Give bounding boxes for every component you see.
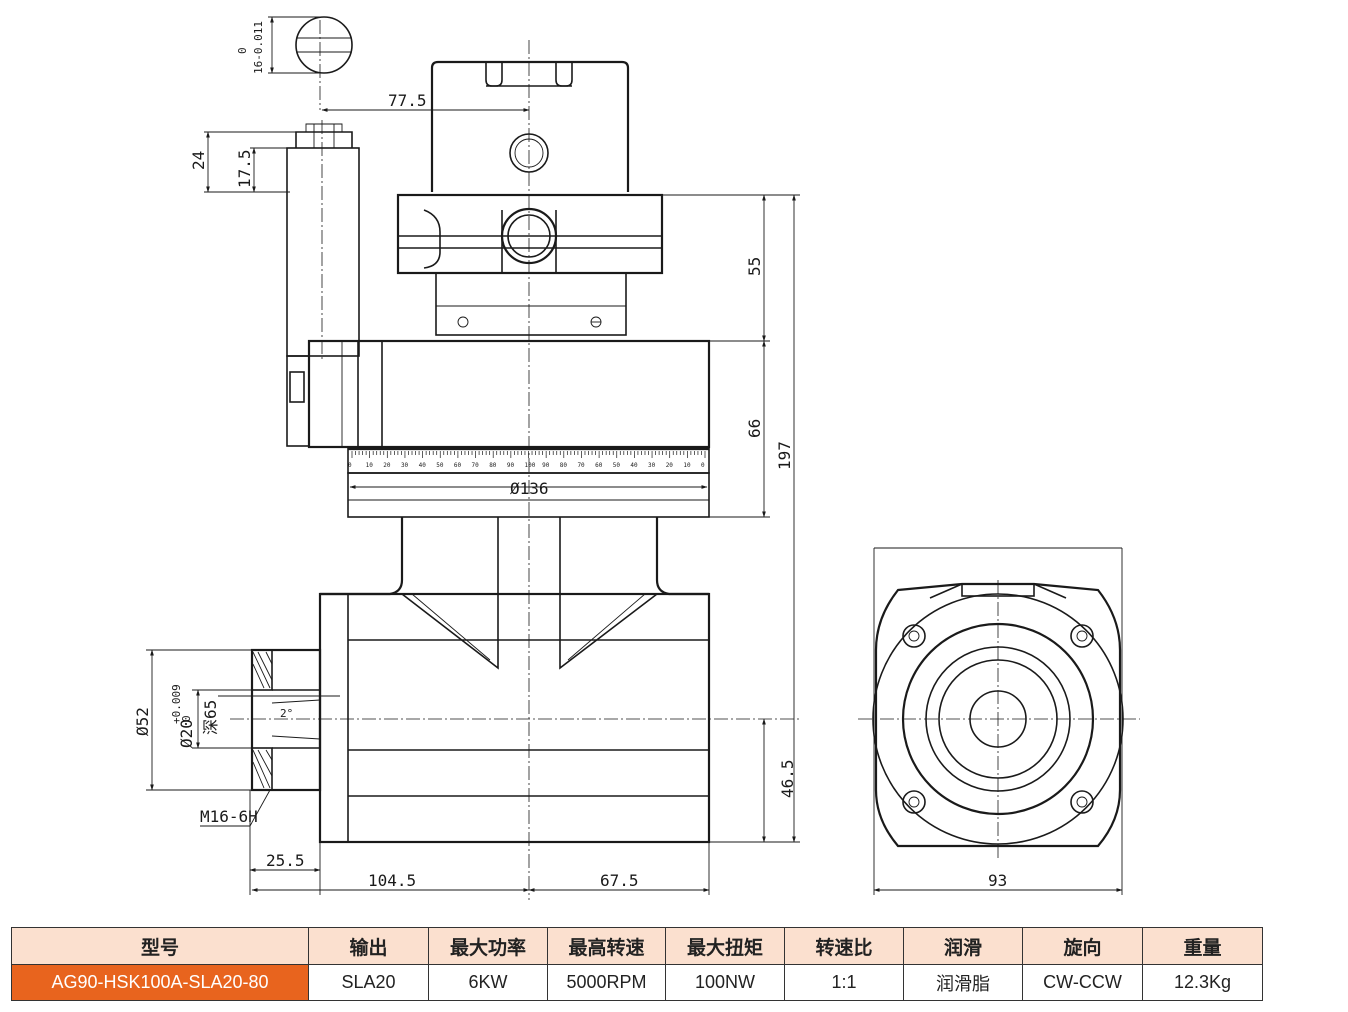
cell-output: SLA20 (308, 964, 429, 1001)
table-row: AG90-HSK100A-SLA20-80 SLA20 6KW 5000RPM … (11, 964, 1263, 1001)
header-weight: 重量 (1142, 927, 1263, 965)
dim-depth: 深65 (201, 700, 220, 735)
shaft-tolerance-lower: 16-0.011 (252, 21, 265, 74)
scale-label: 90 (542, 462, 550, 469)
scale-label: 0 (701, 462, 705, 469)
scale-label: 20 (383, 462, 391, 469)
shaft-section-view: 0 16-0.011 (236, 16, 353, 74)
cell-max-torque: 100NW (665, 964, 785, 1001)
scale-label: 100 (525, 462, 536, 469)
dim-197: 197 (775, 441, 794, 470)
scale-label: 0 (348, 462, 352, 469)
header-max-power: 最大功率 (428, 927, 548, 965)
dim-67-5: 67.5 (600, 871, 639, 890)
header-rotation: 旋向 (1022, 927, 1143, 965)
header-max-speed: 最高转速 (547, 927, 666, 965)
header-ratio: 转速比 (784, 927, 904, 965)
dim-25-5: 25.5 (266, 851, 305, 870)
dim-77-5: 77.5 (388, 91, 427, 110)
dim-thread: M16-6H (200, 807, 258, 826)
cell-rotation: CW-CCW (1022, 964, 1143, 1001)
cell-weight: 12.3Kg (1142, 964, 1263, 1001)
bolt-icons (902, 624, 1094, 814)
shaft-tolerance-upper: 0 (236, 47, 249, 54)
scale-label: 10 (366, 462, 374, 469)
scale-label: 90 (507, 462, 515, 469)
scale-ticks (351, 451, 706, 458)
dim-104-5: 104.5 (368, 871, 416, 890)
table-header-row: 型号 输出 最大功率 最高转速 最大扭矩 转速比 润滑 旋向 重量 (11, 927, 1263, 965)
dim-93: 93 (988, 871, 1007, 890)
scale-label: 40 (630, 462, 638, 469)
scale-label: 60 (595, 462, 603, 469)
dim-46-5: 46.5 (778, 759, 797, 798)
header-model: 型号 (11, 927, 309, 965)
scale-label: 60 (454, 462, 462, 469)
spec-table: 型号 输出 最大功率 最高转速 最大扭矩 转速比 润滑 旋向 重量 AG90-H… (11, 927, 1263, 1001)
scale-label: 10 (683, 462, 691, 469)
scale-label: 70 (577, 462, 585, 469)
scale-label: 80 (489, 462, 497, 469)
dim-20-tol-lower: 0 (180, 715, 193, 722)
side-view: 93 (858, 547, 1140, 895)
cell-max-speed: 5000RPM (547, 964, 666, 1001)
dim-angle: 2° (280, 707, 293, 720)
scale-label: 50 (613, 462, 621, 469)
scale-label: 30 (648, 462, 656, 469)
scale-label: 80 (560, 462, 568, 469)
dim-55: 55 (745, 257, 764, 276)
front-view-dimensions: 77.5 24 17.5 55 66 197 46.5 Ø52 Ø (133, 91, 800, 895)
dim-24: 24 (189, 151, 208, 170)
cell-model: AG90-HSK100A-SLA20-80 (11, 964, 309, 1001)
dim-20: Ø20 (177, 719, 196, 748)
header-max-torque: 最大扭矩 (665, 927, 785, 965)
dim-52: Ø52 (133, 707, 152, 736)
header-output: 输出 (308, 927, 429, 965)
scale-label: 50 (436, 462, 444, 469)
dim-66: 66 (745, 419, 764, 438)
dim-20-tol-upper: +0.009 (170, 684, 183, 724)
cell-ratio: 1:1 (784, 964, 904, 1001)
scale-label: 30 (401, 462, 409, 469)
scale-label: 20 (666, 462, 674, 469)
technical-drawing: 0 16-0.011 (133, 16, 1140, 900)
cell-max-power: 6KW (428, 964, 548, 1001)
cell-lubrication: 润滑脂 (903, 964, 1023, 1001)
header-lubrication: 润滑 (903, 927, 1023, 965)
scale-label: 70 (472, 462, 480, 469)
dim-17-5: 17.5 (235, 149, 254, 188)
scale-label: 40 (419, 462, 427, 469)
